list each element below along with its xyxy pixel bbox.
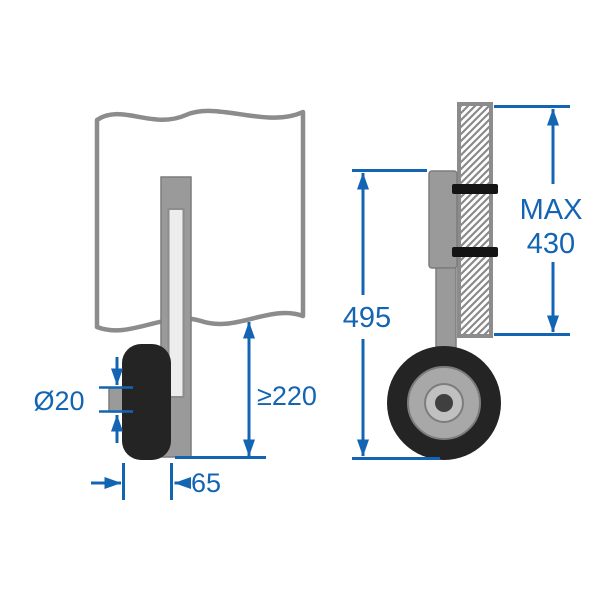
clearance-label: ≥220 (257, 381, 317, 411)
transom-section-side (457, 102, 493, 338)
transom-panel-front (94, 108, 306, 333)
height-label: 495 (343, 302, 391, 334)
bracket-slot-front (167, 208, 185, 398)
bolt-top (452, 184, 498, 194)
dimension-clearance: ≥220 (175, 321, 317, 459)
max-label-line2: 430 (527, 228, 575, 260)
dia-label: Ø20 (33, 386, 84, 416)
front-view: Ø20 ≥220 65 (33, 108, 317, 500)
bolt-bottom (452, 247, 498, 257)
dimension-wheel-width: 65 (91, 463, 221, 500)
width-label: 65 (191, 468, 221, 498)
max-label-line1: MAX (520, 194, 583, 226)
wheel-hub-side (435, 394, 453, 412)
dimension-overall-height: 495 (343, 169, 440, 460)
side-view: 495 MAX 430 (343, 102, 583, 460)
wheel-front (122, 344, 171, 460)
dimension-max-transom: MAX 430 (494, 105, 583, 336)
dimension-axle-diameter: Ø20 (33, 357, 133, 443)
